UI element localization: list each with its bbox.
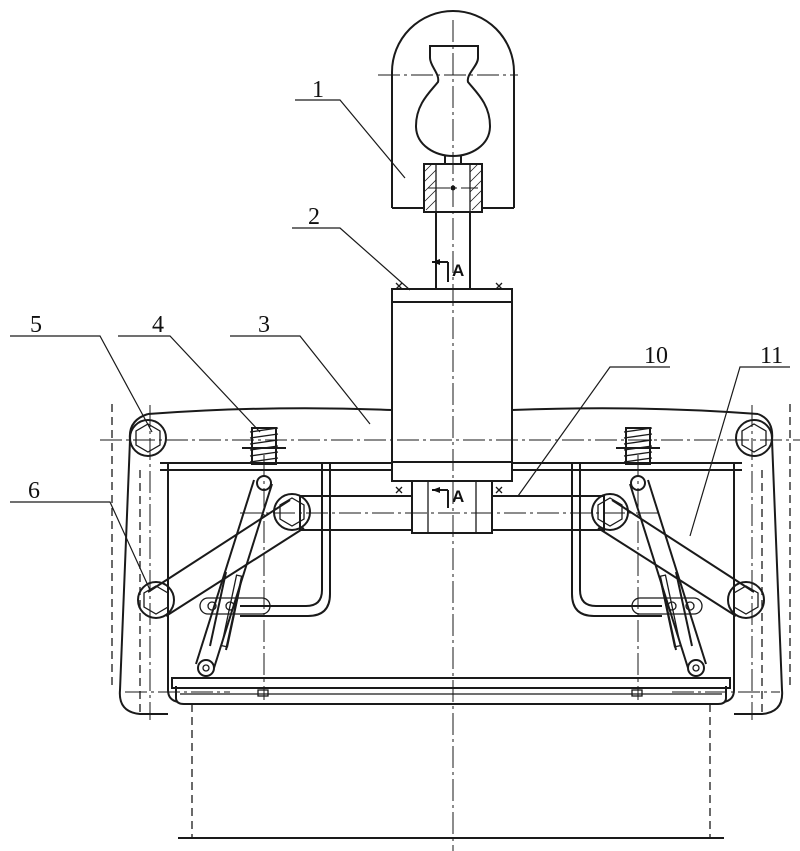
side-brackets [240, 463, 662, 617]
section-marker: A A [432, 259, 464, 508]
lifting-shackle [378, 10, 518, 213]
workpiece-outline [111, 404, 791, 839]
callout-10: 10 [644, 343, 668, 369]
clamp-plate [171, 677, 731, 705]
leader-lines [10, 99, 790, 591]
section-label-top: A [452, 261, 464, 280]
callout-1: 1 [312, 77, 324, 103]
right-linkage [591, 419, 784, 715]
callout-4: 4 [152, 312, 164, 338]
callout-2: 2 [308, 204, 320, 230]
section-label-bottom: A [452, 487, 464, 506]
upper-beam [128, 407, 774, 471]
cylinder-block [391, 282, 513, 534]
callout-3: 3 [258, 312, 270, 338]
callout-11: 11 [760, 343, 783, 369]
callout-6: 6 [28, 478, 40, 504]
callout-5: 5 [30, 312, 42, 338]
lifting-rod [435, 212, 471, 289]
callout-labels: 1 2 3 4 5 6 10 11 [28, 77, 783, 504]
centerlines [100, 20, 800, 851]
left-linkage [118, 419, 311, 715]
